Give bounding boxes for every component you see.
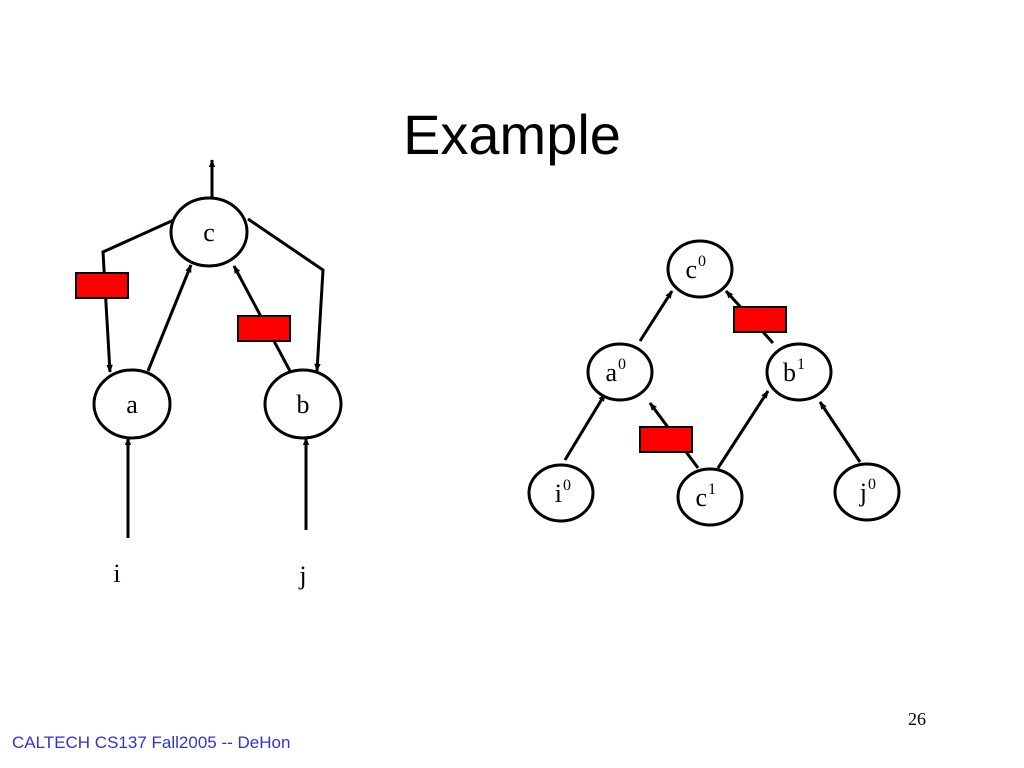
left-node-b: b — [263, 368, 343, 440]
right-node-i0-label: i — [555, 479, 562, 508]
right-node-j0: j 0 — [833, 462, 901, 522]
edge-c-to-a-feedback — [101, 217, 177, 373]
right-node-c0: c 0 — [666, 239, 734, 299]
right-node-c0-label: c — [685, 255, 697, 284]
edge-j0-to-b1 — [818, 401, 862, 463]
right-node-b1: b 1 — [765, 342, 833, 402]
edge-c-to-b-feedback — [247, 217, 325, 372]
register-c1-to-a0 — [639, 426, 693, 453]
right-node-b1-sup: 1 — [797, 356, 805, 373]
right-graph: c 0 a 0 b 1 i 0 c 1 — [527, 239, 901, 527]
input-label-i: i — [113, 559, 120, 588]
footer-credit: CALTECH CS137 Fall2005 -- DeHon — [12, 733, 291, 752]
edge-c1-to-b1 — [716, 390, 770, 469]
left-node-c: c — [169, 196, 249, 268]
register-b-to-c — [237, 315, 291, 342]
register-b1-to-c0 — [733, 306, 787, 333]
input-label-j: j — [298, 561, 306, 590]
edge-a0-to-c0 — [638, 290, 674, 342]
right-node-j0-sup: 0 — [868, 476, 876, 493]
right-node-c1-label: c — [695, 483, 707, 512]
right-node-j0-label: j — [859, 478, 867, 507]
right-node-c1-sup: 1 — [708, 481, 716, 498]
slide-title: Example — [403, 103, 621, 166]
right-node-a0-label: a — [605, 358, 617, 387]
page-number: 26 — [908, 709, 926, 729]
right-node-c0-sup: 0 — [698, 253, 706, 270]
left-node-a: a — [92, 368, 172, 440]
edge-i0-to-a0 — [563, 393, 607, 461]
right-node-a0-sup: 0 — [618, 356, 626, 373]
right-node-a0: a 0 — [586, 342, 654, 402]
register-c-to-a — [75, 272, 129, 299]
right-node-i0-sup: 0 — [563, 477, 571, 494]
right-node-c1: c 1 — [676, 467, 744, 527]
edge-a-to-c — [146, 264, 193, 372]
right-node-b1-label: b — [783, 358, 796, 387]
left-node-b-label: b — [297, 390, 310, 419]
left-node-a-label: a — [126, 390, 138, 419]
right-node-i0: i 0 — [527, 463, 595, 523]
left-graph: c a b i j — [75, 159, 343, 590]
left-node-c-label: c — [203, 218, 215, 247]
